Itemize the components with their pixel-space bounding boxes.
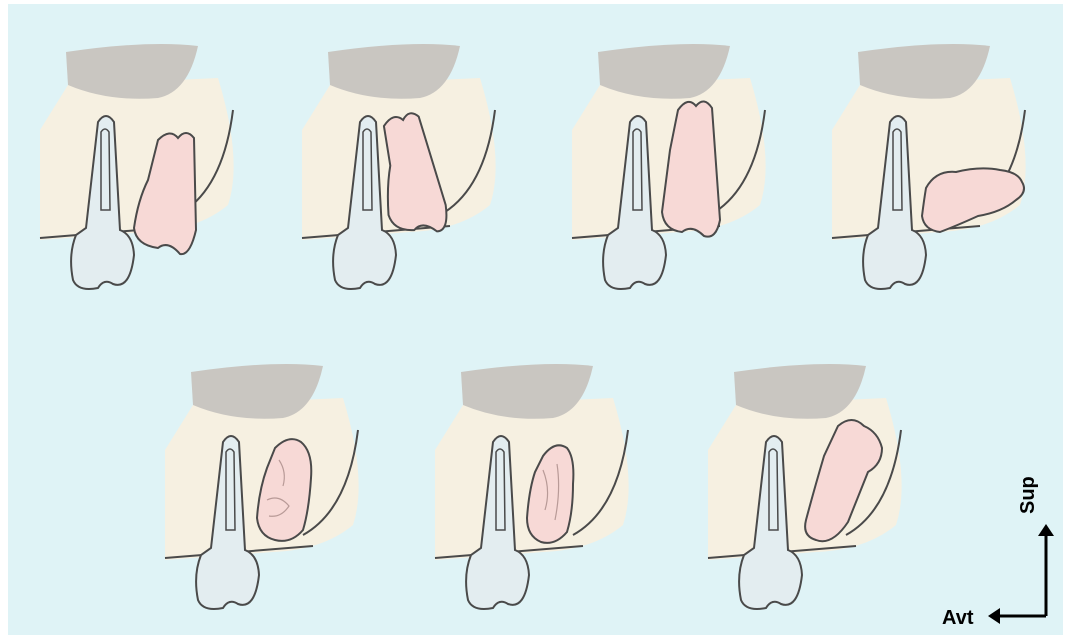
- panel-vertical-high: [570, 40, 790, 300]
- bone-region: [708, 398, 902, 560]
- panel-buccoangular: [163, 360, 383, 620]
- panel-horizontal: [830, 40, 1050, 300]
- panel-vertical: [38, 40, 258, 300]
- panel-linguoangular: [433, 360, 653, 620]
- bone-region: [165, 398, 359, 560]
- panel-mesioangular: [300, 40, 520, 300]
- orientation-indicator: Sup Avt: [938, 474, 1058, 634]
- left-arrowhead: [988, 608, 1000, 624]
- superior-label: Sup: [1017, 476, 1039, 514]
- diagram-canvas: Sup Avt: [8, 4, 1063, 635]
- up-arrowhead: [1038, 524, 1054, 536]
- panel-distoangular: [706, 360, 926, 620]
- anterior-label: Avt: [942, 607, 974, 629]
